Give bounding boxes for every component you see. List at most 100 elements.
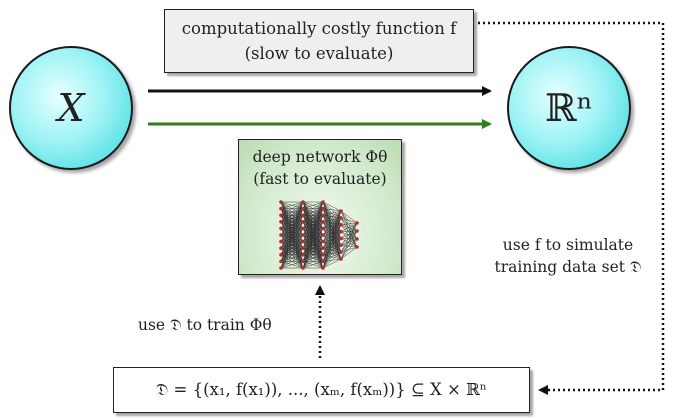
- network-connection: [280, 201, 304, 249]
- input-space-node: X: [9, 46, 133, 170]
- network-connection: [322, 210, 342, 249]
- network-connection: [322, 208, 342, 212]
- network-connection: [340, 224, 358, 240]
- network-connection: [340, 222, 358, 225]
- network-neuron: [301, 233, 305, 237]
- network-connection: [302, 201, 324, 242]
- network-neuron: [339, 243, 343, 248]
- network-neuron: [279, 213, 283, 217]
- training-dataset-formula: 𝔇 = {(x₁, f(x₁)), ..., (xₘ, f(xₘ))} ⊆ X …: [156, 380, 487, 399]
- network-neuron: [279, 266, 283, 270]
- network-connection: [322, 210, 342, 223]
- network-connection: [322, 224, 342, 269]
- network-connection: [322, 245, 342, 269]
- network-connection: [280, 254, 304, 269]
- network-neuron: [355, 245, 359, 249]
- deep-network-box: deep network Φθ (fast to evaluate): [238, 139, 402, 275]
- network-connection: [280, 201, 304, 209]
- network-connection: [280, 208, 304, 269]
- network-connection: [340, 238, 358, 253]
- network-neuron: [279, 226, 283, 231]
- network-neuron: [321, 206, 325, 211]
- network-connection: [302, 201, 324, 222]
- network-neuron: [279, 200, 283, 204]
- network-connection: [340, 238, 358, 248]
- network-connection: [322, 210, 342, 236]
- network-connection: [302, 201, 324, 229]
- network-neuron: [321, 266, 325, 270]
- network-connection: [280, 201, 304, 262]
- network-connection: [302, 201, 324, 216]
- train-caption: use 𝔇 to train Φθ: [138, 316, 272, 334]
- network-connection: [340, 222, 358, 260]
- network-neuron: [279, 220, 283, 224]
- network-connection: [322, 210, 342, 269]
- costly-function-title: computationally costly function f: [181, 19, 457, 38]
- network-connection: [322, 210, 342, 255]
- simulate-caption-line1: use f to simulate: [502, 236, 634, 254]
- network-connection: [280, 241, 304, 269]
- network-neuron: [339, 229, 343, 234]
- network-neuron: [279, 233, 283, 237]
- network-connection: [280, 201, 304, 242]
- network-connection: [302, 248, 324, 269]
- network-connection: [322, 238, 342, 269]
- network-connection: [322, 210, 342, 216]
- network-connection: [322, 217, 342, 269]
- network-connection: [322, 210, 342, 229]
- network-connection: [280, 234, 304, 269]
- network-connection: [280, 201, 304, 269]
- network-neuron: [279, 206, 283, 211]
- network-neuron: [301, 200, 305, 204]
- network-neuron: [321, 220, 325, 224]
- network-connection: [280, 201, 304, 222]
- network-neuron: [321, 200, 325, 204]
- output-space-label: ℝⁿ: [544, 86, 594, 130]
- network-connection: [302, 221, 324, 269]
- network-connection: [322, 210, 342, 242]
- network-neuron: [339, 216, 343, 220]
- network-connection: [280, 201, 304, 229]
- network-neuron: [355, 221, 359, 225]
- network-neuron: [321, 233, 325, 237]
- network-connection: [340, 222, 358, 253]
- network-connection: [322, 231, 342, 269]
- deep-network-title: deep network Φθ: [252, 148, 388, 166]
- network-connection: [280, 228, 304, 269]
- network-connection: [340, 245, 358, 248]
- network-connection: [302, 228, 324, 269]
- network-connection: [280, 248, 304, 269]
- network-neuron: [339, 209, 343, 213]
- network-connection: [322, 201, 342, 212]
- network-neuron: [339, 250, 343, 254]
- network-neuron: [321, 253, 325, 257]
- network-connection: [280, 221, 304, 269]
- simulate-caption: use f to simulate training data set 𝔇: [470, 234, 666, 278]
- network-connection: [340, 230, 358, 239]
- network-neuron: [301, 226, 305, 231]
- network-connection: [302, 215, 324, 269]
- network-neuron: [301, 220, 305, 224]
- network-connection: [302, 201, 324, 262]
- network-neuron: [321, 226, 325, 231]
- network-neuron: [301, 266, 305, 270]
- network-connection: [340, 230, 358, 246]
- network-neuron: [279, 259, 283, 264]
- network-neuron: [339, 222, 343, 227]
- network-connection: [280, 215, 304, 269]
- network-neuron: [301, 259, 305, 264]
- network-connection: [340, 217, 358, 224]
- network-connection: [302, 201, 324, 209]
- network-neuron: [279, 246, 283, 250]
- network-neuron: [279, 239, 283, 244]
- network-connection: [340, 246, 358, 253]
- network-connection: [340, 246, 358, 260]
- network-connection: [340, 231, 358, 240]
- network-connection: [340, 222, 358, 239]
- network-connection: [280, 201, 304, 255]
- network-connection: [340, 238, 358, 260]
- network-neuron: [321, 213, 325, 217]
- simulate-caption-line2: training data set 𝔇: [494, 258, 642, 276]
- network-connection: [280, 201, 304, 216]
